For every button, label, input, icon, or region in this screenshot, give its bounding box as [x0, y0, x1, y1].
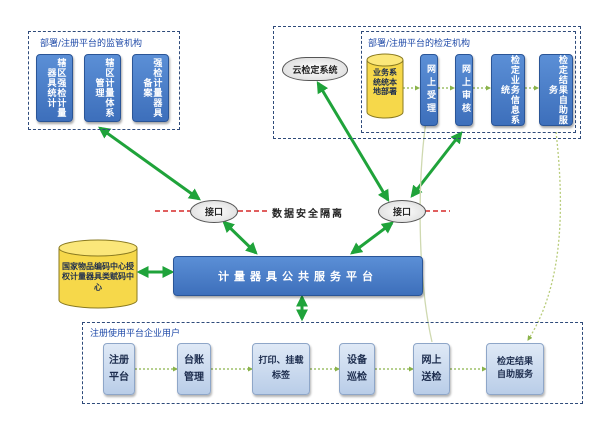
- verify-business-info[interactable]: 检定业务信息系统: [491, 54, 525, 126]
- coding-center-label: 国家物品编码中心授权计量器具类赋码中心: [62, 262, 134, 292]
- supervision-frame: [28, 31, 180, 130]
- arrow-verification-interface: [410, 131, 463, 198]
- verification-inner-frame: [361, 31, 576, 133]
- step-label: 台账管理: [184, 355, 204, 383]
- interface-left-label: 接口: [204, 208, 223, 218]
- supervision-item-label: 辖区计量体系管理: [93, 58, 114, 118]
- verification-title: 部署/注册平台的检定机构: [368, 39, 471, 49]
- verify-item-label: 检定业务信息系统: [499, 55, 519, 125]
- arrow-supervision-interface: [98, 126, 201, 201]
- supervision-item-system[interactable]: 辖区计量体系管理: [84, 54, 121, 122]
- verify-item-label: 检定结果自助服务: [547, 55, 567, 125]
- local-db-label: 业务系统统本地部署: [373, 68, 397, 97]
- supervision-item-label: 辖区强检计量器具统计: [45, 58, 66, 118]
- public-service-platform[interactable]: 计量器具公共服务平台: [173, 256, 423, 296]
- interface-left[interactable]: 接口: [190, 200, 238, 223]
- cloud-label: 云检定系统: [292, 65, 338, 76]
- interface-right[interactable]: 接口: [378, 200, 426, 223]
- enterprise-step-label-print[interactable]: 打印、挂载标签: [252, 343, 310, 395]
- enterprise-step-result-service[interactable]: 检定结果自助服务: [486, 343, 544, 395]
- enterprise-step-online-send[interactable]: 网上送检: [413, 343, 450, 395]
- verification-outer-frame: [273, 26, 581, 139]
- supervision-title: 部署/注册平台的监管机构: [40, 39, 143, 49]
- step-label: 网上送检: [421, 355, 442, 383]
- step-label: 检定结果自助服务: [496, 356, 533, 381]
- step-label: 打印、挂载标签: [258, 355, 304, 381]
- supervision-item-label: 强检计量器具备案: [141, 58, 162, 118]
- interface-right-label: 接口: [392, 208, 411, 218]
- coding-center-db[interactable]: [57, 238, 139, 310]
- arrow-cloud-interface: [316, 80, 390, 203]
- local-db-cylinder[interactable]: [365, 52, 405, 120]
- cloud-verification-system[interactable]: 云检定系统: [282, 57, 348, 81]
- verify-online-accept[interactable]: 网上受理: [420, 54, 438, 126]
- verify-item-label: 网上受理: [424, 64, 435, 116]
- curve-send-to-accept: [419, 106, 433, 343]
- verify-online-review[interactable]: 网上审核: [455, 54, 473, 126]
- enterprise-step-inspection[interactable]: 设备巡检: [339, 343, 375, 395]
- supervision-item-filing[interactable]: 强检计量器具备案: [132, 54, 169, 122]
- enterprise-step-ledger[interactable]: 台账管理: [177, 343, 211, 395]
- enterprise-step-register[interactable]: 注册平台: [103, 343, 135, 395]
- enterprise-title: 注册使用平台企业用户: [90, 329, 181, 339]
- step-label: 设备巡检: [347, 355, 367, 383]
- arrow-interface-platform-left: [222, 220, 258, 255]
- supervision-item-stats[interactable]: 辖区强检计量器具统计: [36, 54, 73, 122]
- curve-result-to-result: [527, 131, 562, 341]
- step-label: 注册平台: [109, 355, 129, 383]
- arrow-interface-platform-right: [350, 221, 394, 255]
- security-label: 数据安全隔离: [272, 209, 344, 220]
- platform-label: 计量器具公共服务平台: [218, 270, 378, 283]
- verify-item-label: 网上审核: [459, 64, 470, 116]
- verify-result-self-service[interactable]: 检定结果自助服务: [539, 54, 573, 126]
- enterprise-frame: [82, 322, 583, 404]
